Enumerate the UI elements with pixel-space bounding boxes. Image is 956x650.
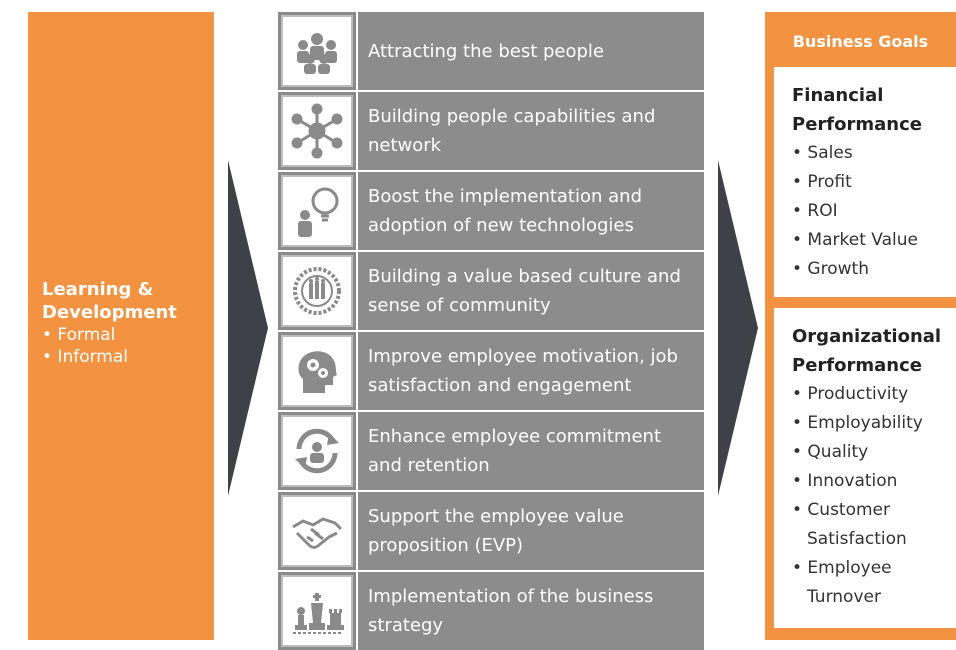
organizational-item: • Quality [792, 442, 869, 462]
learning-item-informal: • Informal [42, 347, 128, 367]
organizational-item: • Customer Satisfaction [792, 500, 907, 549]
driver-text: Enhance employee commitment and retentio… [358, 412, 704, 490]
arrow-middle-to-right-icon [718, 160, 758, 496]
driver-row: Building people capabilities and network [278, 92, 704, 170]
lightbulb-person-icon [278, 172, 356, 250]
driver-text: Building a value based culture and sense… [358, 252, 704, 330]
driver-text: Support the employee value proposition (… [358, 492, 704, 570]
organizational-item: • Innovation [792, 471, 898, 491]
organizational-performance-box: Organizational Performance • Productivit… [774, 308, 956, 628]
arrow-left-to-middle-icon [228, 160, 268, 496]
people-group-icon [278, 12, 356, 90]
financial-item: • Profit [792, 172, 852, 192]
driver-text: Building people capabilities and network [358, 92, 704, 170]
retention-cycle-icon [278, 412, 356, 490]
driver-row: Enhance employee commitment and retentio… [278, 412, 704, 490]
head-gears-icon [278, 332, 356, 410]
financial-title-line1: Financial [792, 85, 884, 106]
driver-row: Improve employee motivation, job satisfa… [278, 332, 704, 410]
organizational-title-line2: Performance [792, 355, 922, 376]
organizational-item: • Employee Turnover [792, 558, 892, 607]
driver-row: Support the employee value proposition (… [278, 492, 704, 570]
driver-row: Boost the implementation and adoption of… [278, 172, 704, 250]
organizational-item: • Productivity [792, 384, 909, 404]
learning-development-panel: Learning & Development • Formal • Inform… [28, 12, 214, 640]
driver-row: Attracting the best people [278, 12, 704, 90]
network-icon [278, 92, 356, 170]
driver-text: Improve employee motivation, job satisfa… [358, 332, 704, 410]
driver-row: Building a value based culture and sense… [278, 252, 704, 330]
financial-item: • ROI [792, 201, 838, 221]
driver-text: Implementation of the business strategy [358, 572, 704, 650]
financial-item: • Market Value [792, 230, 918, 250]
chess-pieces-icon [278, 572, 356, 650]
driver-text: Boost the implementation and adoption of… [358, 172, 704, 250]
driver-row: Implementation of the business strategy [278, 572, 704, 650]
financial-item: • Sales [792, 143, 853, 163]
handshake-icon [278, 492, 356, 570]
learning-title-line1: Learning & [42, 279, 154, 300]
learning-title-line2: Development [42, 302, 177, 323]
organizational-item: • Employability [792, 413, 923, 433]
financial-title-line2: Performance [792, 114, 922, 135]
community-circle-icon [278, 252, 356, 330]
learning-item-formal: • Formal [42, 325, 116, 345]
financial-performance-box: Financial Performance • Sales • Profit •… [774, 67, 956, 297]
business-goals-header: Business Goals [792, 31, 929, 51]
financial-item: • Growth [792, 259, 869, 279]
organizational-title-line1: Organizational [792, 326, 942, 347]
driver-text: Attracting the best people [358, 12, 704, 90]
